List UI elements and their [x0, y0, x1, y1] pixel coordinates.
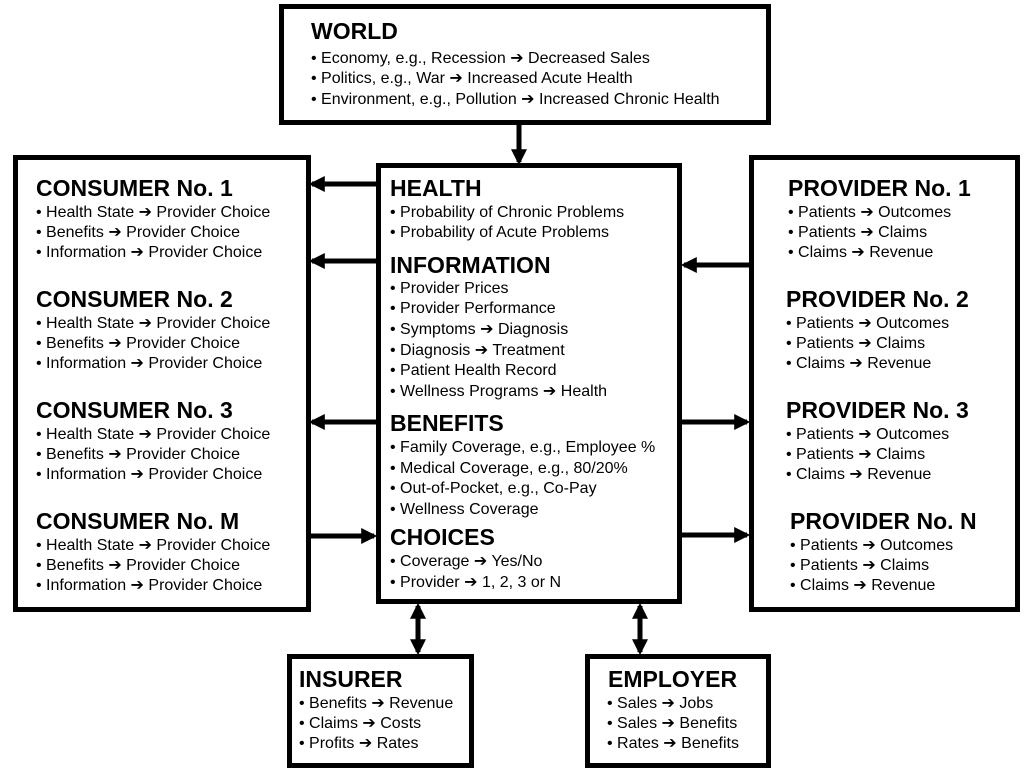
consumer-m-item: • Benefits ➔ Provider Choice [36, 557, 240, 574]
information-item: • Wellness Programs ➔ Health [390, 383, 608, 400]
consumers-box [13, 155, 311, 612]
consumer-2-title: CONSUMER No. 2 [36, 286, 233, 312]
consumer-1-item: • Benefits ➔ Provider Choice [36, 224, 240, 241]
employer-box [585, 654, 771, 768]
insurer-item: • Profits ➔ Rates [299, 735, 419, 752]
provider-2-item: • Claims ➔ Revenue [786, 355, 932, 372]
provider-n-title: PROVIDER No. N [790, 508, 977, 534]
consumer-1-item: • Health State ➔ Provider Choice [36, 204, 271, 221]
center-box [376, 163, 682, 604]
consumer-m-item: • Health State ➔ Provider Choice [36, 537, 271, 554]
provider-n-item: • Patients ➔ Claims [790, 557, 930, 574]
health-item: • Probability of Acute Problems [390, 224, 610, 241]
provider-3-item: • Patients ➔ Claims [786, 446, 926, 463]
insurer-title: INSURER [299, 666, 403, 692]
consumer-2-item: • Health State ➔ Provider Choice [36, 315, 271, 332]
information-item: • Provider Prices [390, 280, 509, 297]
provider-1-item: • Claims ➔ Revenue [788, 244, 934, 261]
employer-title: EMPLOYER [608, 666, 738, 692]
consumer-3-item: • Information ➔ Provider Choice [36, 466, 263, 483]
consumer-m-item: • Information ➔ Provider Choice [36, 577, 263, 594]
insurer-item: • Benefits ➔ Revenue [299, 695, 454, 712]
consumer-3-item: • Benefits ➔ Provider Choice [36, 446, 240, 463]
world-box [279, 4, 771, 125]
providers-box [749, 155, 1020, 612]
choices-title: CHOICES [390, 524, 495, 550]
provider-n-item: • Patients ➔ Outcomes [790, 537, 954, 554]
world-item: • Politics, e.g., War ➔ Increased Acute … [311, 70, 633, 87]
consumer-2-item: • Benefits ➔ Provider Choice [36, 335, 240, 352]
information-item: • Patient Health Record [390, 362, 557, 379]
benefits-title: BENEFITS [390, 410, 504, 436]
employer-item: • Sales ➔ Jobs [607, 695, 714, 712]
world-title: WORLD [311, 18, 398, 44]
insurer-box [287, 654, 474, 768]
insurer-item: • Claims ➔ Costs [299, 715, 422, 732]
world-item: • Economy, e.g., Recession ➔ Decreased S… [311, 50, 650, 67]
information-item: • Symptoms ➔ Diagnosis [390, 321, 569, 338]
provider-n-item: • Claims ➔ Revenue [790, 577, 936, 594]
choices-item: • Provider ➔ 1, 2, 3 or N [390, 574, 562, 591]
provider-2-title: PROVIDER No. 2 [786, 286, 969, 312]
provider-2-item: • Patients ➔ Outcomes [786, 315, 950, 332]
provider-3-item: • Claims ➔ Revenue [786, 466, 932, 483]
health-item: • Probability of Chronic Problems [390, 204, 625, 221]
provider-2-item: • Patients ➔ Claims [786, 335, 926, 352]
world-item: • Environment, e.g., Pollution ➔ Increas… [311, 91, 720, 108]
benefits-item: • Wellness Coverage [390, 501, 539, 518]
choices-item: • Coverage ➔ Yes/No [390, 553, 543, 570]
benefits-item: • Out-of-Pocket, e.g., Co-Pay [390, 480, 597, 497]
consumer-m-title: CONSUMER No. M [36, 508, 240, 534]
consumer-1-item: • Information ➔ Provider Choice [36, 244, 263, 261]
benefits-item: • Family Coverage, e.g., Employee % [390, 439, 656, 456]
information-item: • Provider Performance [390, 300, 556, 317]
information-title: INFORMATION [390, 252, 551, 278]
benefits-item: • Medical Coverage, e.g., 80/20% [390, 460, 628, 477]
provider-3-item: • Patients ➔ Outcomes [786, 426, 950, 443]
provider-1-item: • Patients ➔ Outcomes [788, 204, 952, 221]
provider-1-item: • Patients ➔ Claims [788, 224, 928, 241]
employer-item: • Rates ➔ Benefits [607, 735, 739, 752]
information-item: • Diagnosis ➔ Treatment [390, 342, 565, 359]
consumer-1-title: CONSUMER No. 1 [36, 175, 233, 201]
provider-3-title: PROVIDER No. 3 [786, 397, 969, 423]
health-title: HEALTH [390, 175, 482, 201]
consumer-3-item: • Health State ➔ Provider Choice [36, 426, 271, 443]
consumer-3-title: CONSUMER No. 3 [36, 397, 233, 423]
consumer-2-item: • Information ➔ Provider Choice [36, 355, 263, 372]
provider-1-title: PROVIDER No. 1 [788, 175, 971, 201]
employer-item: • Sales ➔ Benefits [607, 715, 738, 732]
